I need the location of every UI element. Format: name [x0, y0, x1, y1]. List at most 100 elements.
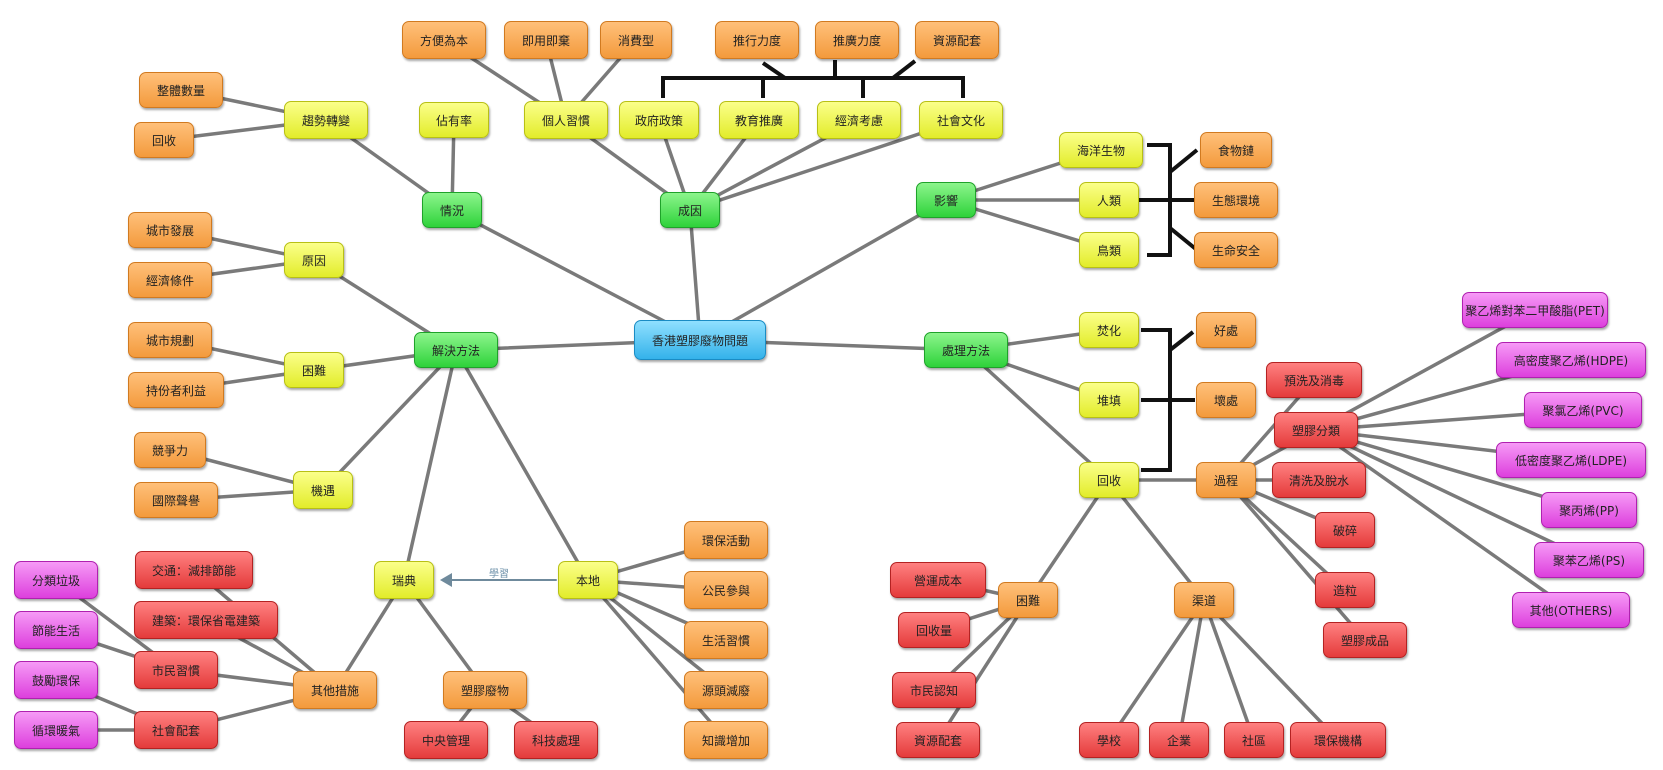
topic-node-zhanyou[interactable]: 佔有率: [419, 102, 489, 138]
topic-node-jiyong[interactable]: 即用即棄: [504, 21, 588, 59]
topic-node-shiminrz[interactable]: 市民認知: [892, 672, 976, 708]
topic-node-huaichu[interactable]: 壞處: [1196, 382, 1256, 418]
bracket-causes-top: [761, 59, 917, 80]
topic-node-guoji[interactable]: 國際聲譽: [134, 482, 218, 518]
topic-node-qudao[interactable]: 渠道: [1174, 582, 1234, 618]
topic-node-niaolei[interactable]: 鳥類: [1079, 232, 1139, 268]
topic-node-shenghuo[interactable]: 生活習慣: [684, 621, 768, 659]
topic-node-bendi[interactable]: 本地: [558, 561, 618, 599]
topic-node-ps[interactable]: 聚苯乙烯(PS): [1534, 542, 1644, 578]
topic-node-guocheng[interactable]: 過程: [1196, 462, 1256, 498]
link-qudao-huanbaojg: [1202, 598, 1340, 742]
topic-node-qiye[interactable]: 企業: [1149, 722, 1209, 758]
branch-node-impacts[interactable]: 影響: [916, 182, 976, 218]
topic-node-ziyuan1[interactable]: 資源配套: [915, 21, 999, 59]
link-qudao-qiye: [1177, 598, 1206, 742]
topic-node-yuantou[interactable]: 源頭減廢: [684, 671, 768, 709]
topic-node-kunnan2[interactable]: 困難: [998, 582, 1058, 618]
topic-node-hdpe[interactable]: 高密度聚乙烯(HDPE): [1496, 342, 1646, 378]
topic-node-jingzheng[interactable]: 競爭力: [134, 432, 206, 468]
topic-node-haiyang[interactable]: 海洋生物: [1059, 132, 1143, 168]
topic-node-huanbaohd[interactable]: 環保活動: [684, 521, 768, 559]
topic-node-gulihb[interactable]: 鼓勵環保: [14, 661, 98, 699]
topic-node-pvc[interactable]: 聚氯乙烯(PVC): [1524, 392, 1642, 428]
link-guocheng-chengpin: [1224, 478, 1367, 642]
link-jiejue-ruidian: [402, 348, 458, 582]
topic-node-chengpin[interactable]: 塑膠成品: [1323, 622, 1407, 658]
topic-node-duitian[interactable]: 堆填: [1079, 382, 1139, 418]
branch-node-treatment[interactable]: 處理方法: [924, 332, 1008, 368]
topic-node-chengshifz[interactable]: 城市發展: [128, 212, 212, 248]
link-qudao-shequ: [1202, 598, 1256, 742]
topic-node-fenhua[interactable]: 焚化: [1079, 312, 1139, 348]
topic-node-fangbian[interactable]: 方便為本: [402, 21, 486, 59]
topic-node-xiaofei[interactable]: 消費型: [600, 21, 672, 59]
topic-node-qita[interactable]: 其他措施: [293, 671, 377, 709]
topic-node-ldpe[interactable]: 低密度聚乙烯(LDPE): [1496, 442, 1646, 478]
topic-node-jingji[interactable]: 經濟考慮: [817, 101, 901, 139]
arrow-learn-head: [440, 573, 452, 587]
topic-node-jianzhu[interactable]: 建築：環保省電建築: [134, 601, 278, 639]
topic-node-shiminxg[interactable]: 市民習慣: [134, 651, 218, 689]
topic-node-jiaoyu[interactable]: 教育推廣: [719, 101, 799, 139]
link-qudao-xuexiao: [1107, 598, 1206, 742]
topic-node-pet[interactable]: 聚乙烯對苯二甲酸脂(PET): [1462, 292, 1608, 328]
topic-node-suliaofw[interactable]: 塑膠廢物: [443, 671, 527, 709]
topic-node-xunhuan[interactable]: 循環暖氣: [14, 711, 98, 749]
topic-node-geren[interactable]: 個人習慣: [524, 101, 608, 139]
topic-node-huishou1[interactable]: 回收: [134, 122, 194, 158]
topic-node-jiaotong[interactable]: 交通：減排節能: [135, 551, 253, 589]
branch-node-solutions[interactable]: 解決方法: [414, 332, 498, 368]
link-root-chengyin: [688, 208, 702, 342]
topic-node-gongmin[interactable]: 公民參與: [684, 571, 768, 609]
topic-node-qushi[interactable]: 趨勢轉變: [284, 101, 368, 139]
topic-node-fenleilj[interactable]: 分類垃圾: [14, 561, 98, 599]
topic-node-tuixingli[interactable]: 推行力度: [715, 21, 799, 59]
arrow-label-learn: 學習: [489, 569, 509, 580]
branch-node-situation[interactable]: 情況: [422, 192, 482, 228]
topic-node-shehuipt[interactable]: 社會配套: [134, 711, 218, 749]
link-huishou2-qudao: [1107, 478, 1206, 602]
central-topic-node[interactable]: 香港塑膠廢物問題: [634, 320, 766, 360]
topic-node-shequ[interactable]: 社區: [1224, 722, 1284, 758]
link-bendi-zhishi: [586, 578, 728, 742]
topic-node-renlei[interactable]: 人類: [1079, 182, 1139, 218]
link-jiejue-bendi: [454, 348, 590, 582]
topic-node-kunnan1[interactable]: 困難: [284, 352, 344, 388]
topic-node-keji[interactable]: 科技處理: [514, 721, 598, 759]
topic-node-tuiguangli[interactable]: 推廣力度: [815, 21, 899, 59]
topic-node-huishouliang[interactable]: 回收量: [898, 612, 970, 648]
topic-node-others[interactable]: 其他(OTHERS): [1512, 592, 1630, 628]
topic-node-pp[interactable]: 聚丙烯(PP): [1541, 492, 1637, 528]
topic-node-jingjitj[interactable]: 經濟條件: [128, 262, 212, 298]
topic-node-yuxi[interactable]: 預洗及消毒: [1266, 362, 1362, 398]
topic-node-shengming[interactable]: 生命安全: [1194, 232, 1278, 268]
topic-node-fenlei[interactable]: 塑膠分類: [1274, 412, 1358, 448]
topic-node-zhishi[interactable]: 知識增加: [684, 721, 768, 759]
branch-node-causes[interactable]: 成因: [660, 192, 720, 228]
topic-node-ruidian[interactable]: 瑞典: [374, 561, 434, 599]
topic-node-huanbaojg[interactable]: 環保機構: [1290, 722, 1386, 758]
topic-node-jieneng[interactable]: 節能生活: [14, 611, 98, 649]
topic-node-yuanyin[interactable]: 原因: [284, 242, 344, 278]
topic-node-yingyun[interactable]: 營運成本: [890, 562, 986, 598]
topic-node-qingxi[interactable]: 清洗及脫水: [1272, 462, 1366, 498]
topic-node-zaoli[interactable]: 造粒: [1315, 572, 1375, 608]
topic-node-shengtai[interactable]: 生態環境: [1194, 182, 1278, 218]
topic-node-jiyu[interactable]: 機遇: [293, 471, 353, 509]
topic-node-zhengfu[interactable]: 政府政策: [619, 101, 699, 139]
topic-node-shehui[interactable]: 社會文化: [919, 101, 1003, 139]
topic-node-chifen[interactable]: 持份者利益: [128, 372, 224, 408]
topic-node-zhongyang[interactable]: 中央管理: [404, 721, 488, 759]
topic-node-ziyuan2[interactable]: 資源配套: [896, 722, 980, 758]
bracket-impacts: [1131, 143, 1230, 257]
topic-node-xuexiao[interactable]: 學校: [1079, 722, 1139, 758]
topic-node-chengshigh[interactable]: 城市規劃: [128, 322, 212, 358]
link-huishou2-kunnan2: [1026, 478, 1111, 602]
topic-node-posui[interactable]: 破碎: [1315, 512, 1375, 548]
topic-node-zhengti[interactable]: 整體數量: [139, 72, 223, 108]
link-chuli-huishou2: [964, 348, 1111, 482]
topic-node-haochu[interactable]: 好處: [1196, 312, 1256, 348]
topic-node-huishou2[interactable]: 回收: [1079, 462, 1139, 498]
topic-node-shiwulian[interactable]: 食物鏈: [1200, 132, 1272, 168]
